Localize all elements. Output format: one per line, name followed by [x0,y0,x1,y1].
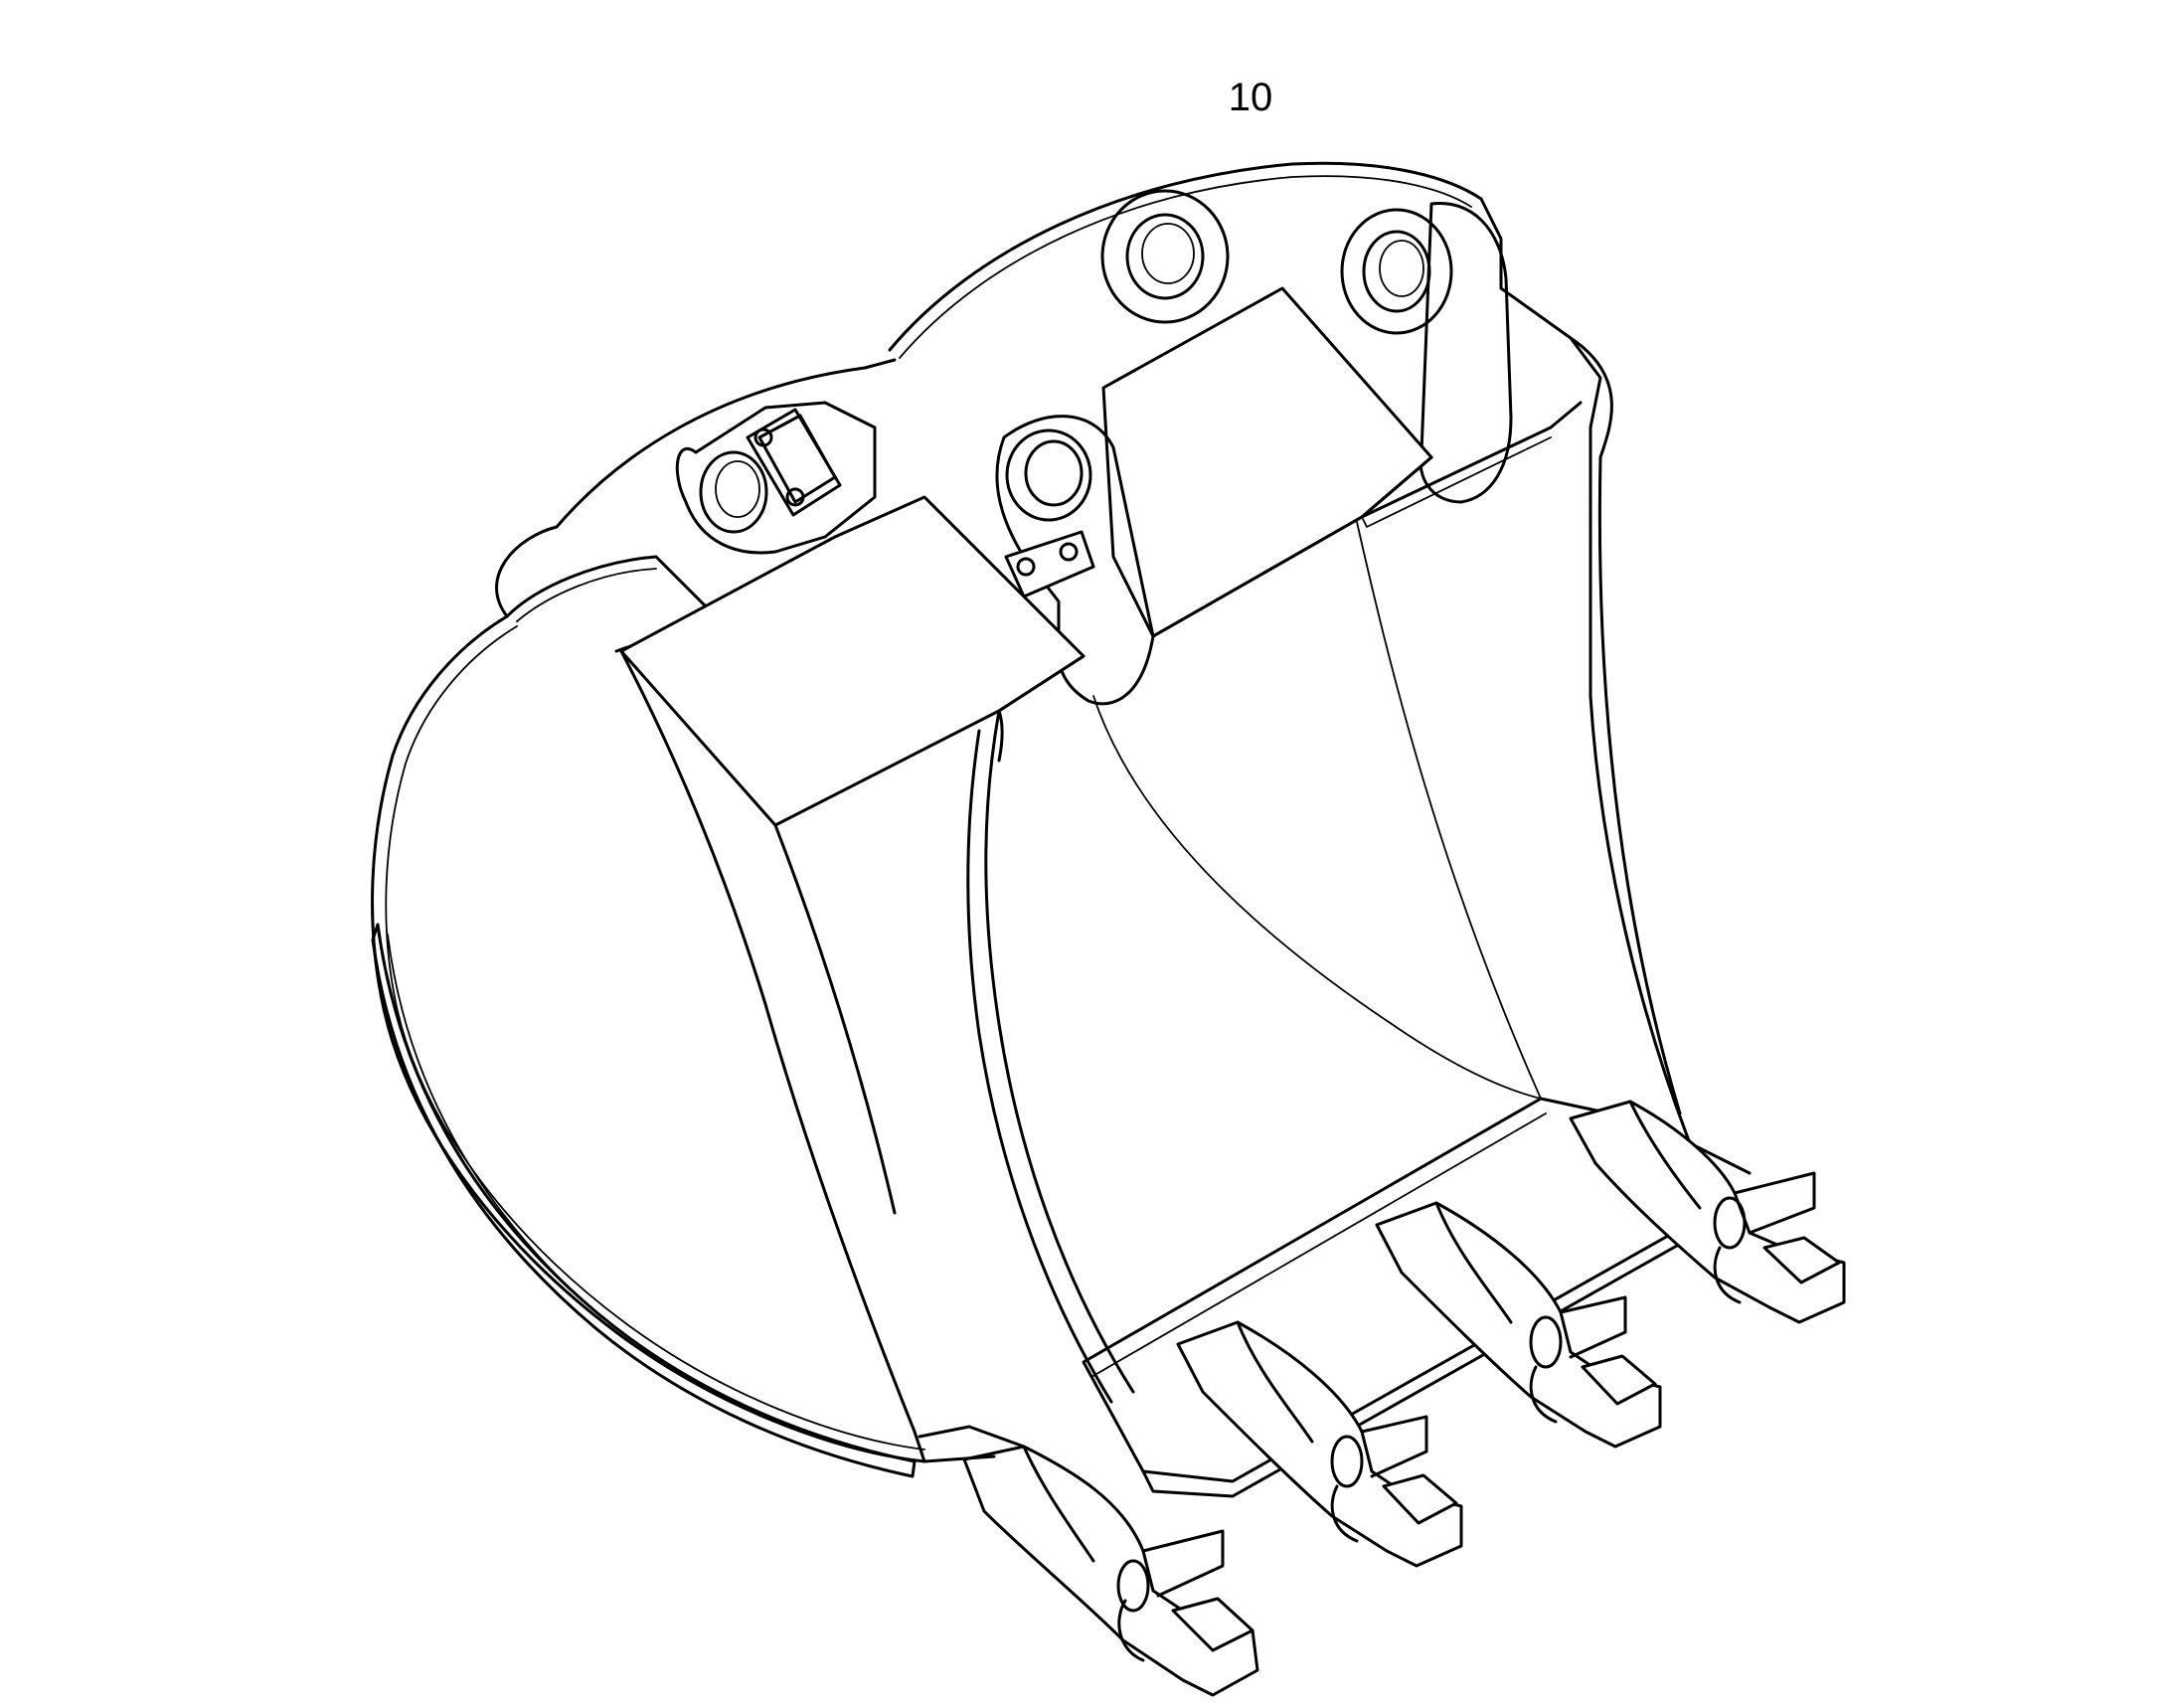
interior-lines [1092,521,1542,1100]
tooth-3 [1375,1201,1662,1449]
left-bottom-wear-plate [913,1425,1026,1463]
callout-number-label: 10 [1228,76,1273,119]
left-front-sidewall [619,649,1135,1434]
left-side-shell [371,358,926,1478]
front-top-plate [619,495,1086,827]
tooth-2 [1176,1320,1463,1568]
tooth-1 [962,1445,1259,1697]
middle-hinge-boss [1100,189,1230,324]
tooth-4 [1569,1100,1846,1324]
center-lug [995,415,1155,706]
top-cross-plate [1101,286,1583,638]
left-hinge-lug [675,401,877,555]
rear-side-plate [888,161,1752,1175]
